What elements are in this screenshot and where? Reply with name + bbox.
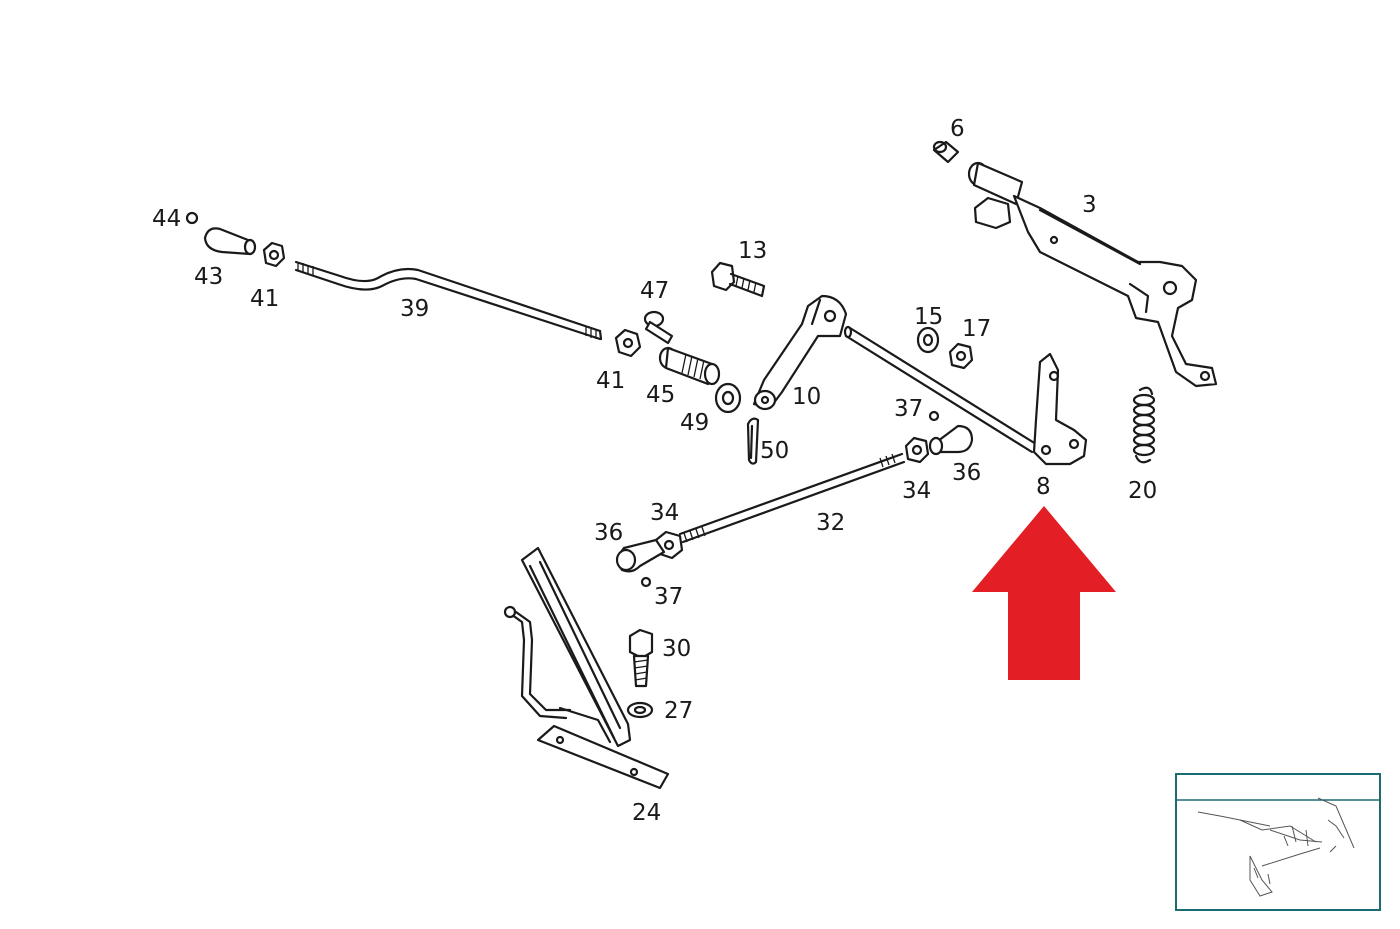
label-41-left: 41 xyxy=(250,286,279,312)
overview-thumbnail[interactable] xyxy=(1175,773,1381,911)
thumbnail-sketch xyxy=(1197,797,1355,897)
part-27-lock-washer xyxy=(626,701,654,719)
part-13-bolt xyxy=(710,261,766,298)
label-3: 3 xyxy=(1082,192,1097,218)
part-39-linkage-rod xyxy=(294,260,603,341)
part-15-washer xyxy=(916,326,940,354)
label-32: 32 xyxy=(816,510,845,536)
label-24: 24 xyxy=(632,800,661,826)
part-number-labels: 3 6 8 10 13 15 17 20 24 27 30 32 34 34 3… xyxy=(152,116,1157,826)
part-3-bell-crank xyxy=(967,161,1218,388)
label-27: 27 xyxy=(664,698,693,724)
part-32-threaded-rod xyxy=(678,452,906,544)
part-8-throttle-lever xyxy=(1032,352,1088,466)
part-37-ring-lower xyxy=(640,576,652,588)
label-49: 49 xyxy=(680,410,709,436)
label-50: 50 xyxy=(760,438,789,464)
label-44: 44 xyxy=(152,206,181,232)
part-10-lever xyxy=(752,294,848,411)
label-37-upper: 37 xyxy=(894,396,923,422)
label-36-right: 36 xyxy=(952,460,981,486)
part-37-ring-upper xyxy=(928,410,940,422)
part-43-ball-socket xyxy=(203,227,257,256)
part-24-accelerator-pedal xyxy=(503,546,670,790)
label-43: 43 xyxy=(194,264,223,290)
part-17-nut xyxy=(948,342,974,370)
part-36-ball-socket-left xyxy=(615,538,666,573)
part-41-nut-left xyxy=(262,241,286,268)
label-41-right: 41 xyxy=(596,368,625,394)
part-34-nut-right xyxy=(904,436,930,464)
part-36-ball-socket-right xyxy=(928,424,974,456)
part-44-circlip xyxy=(185,211,199,225)
label-36-left: 36 xyxy=(594,520,623,546)
label-39: 39 xyxy=(400,296,429,322)
part-45-bushing xyxy=(658,346,721,386)
part-6-bushing xyxy=(932,140,960,164)
highlight-arrow xyxy=(972,506,1116,680)
label-15: 15 xyxy=(914,304,943,330)
part-30-bolt xyxy=(628,628,654,688)
label-47: 47 xyxy=(640,278,669,304)
part-41-nut-right xyxy=(614,328,642,358)
label-34-left: 34 xyxy=(650,500,679,526)
label-6: 6 xyxy=(950,116,965,142)
label-20: 20 xyxy=(1128,478,1157,504)
label-8: 8 xyxy=(1036,474,1051,500)
label-10: 10 xyxy=(792,384,821,410)
part-50-cotter-pin xyxy=(746,417,760,465)
part-47-pin xyxy=(643,310,674,345)
label-34-right: 34 xyxy=(902,478,931,504)
part-49-washer xyxy=(714,382,742,414)
connecting-rod xyxy=(843,325,1038,454)
label-13: 13 xyxy=(738,238,767,264)
label-30: 30 xyxy=(662,636,691,662)
part-20-spring xyxy=(1132,386,1156,464)
label-37-lower: 37 xyxy=(654,584,683,610)
label-45: 45 xyxy=(646,382,675,408)
label-17: 17 xyxy=(962,316,991,342)
